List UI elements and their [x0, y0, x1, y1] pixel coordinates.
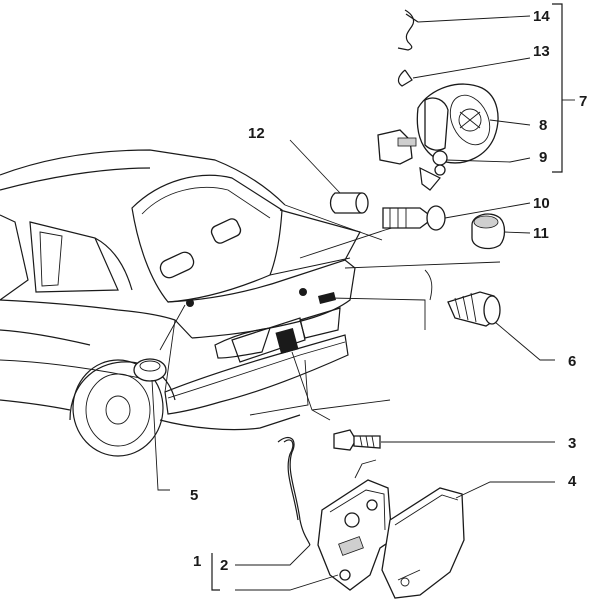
callout-13: 13 — [533, 43, 550, 60]
callout-14: 14 — [533, 8, 550, 25]
part-2-latch-body — [317, 459, 393, 591]
part-9-hinge — [377, 129, 531, 191]
callout-6: 6 — [568, 353, 576, 370]
part-2-latch-rod — [277, 437, 311, 546]
callout-8: 8 — [539, 117, 547, 134]
callout-10: 10 — [533, 195, 550, 212]
part-6-bumper-stop — [447, 291, 555, 361]
part-10-lock-cylinder — [382, 202, 531, 231]
part-11-plug — [471, 213, 531, 250]
callout-9: 9 — [539, 149, 547, 166]
callout-1: 1 — [193, 553, 201, 570]
part-5-leader — [151, 379, 170, 491]
bracket-7 — [552, 3, 575, 173]
callout-4: 4 — [568, 473, 577, 490]
part-12-sleeve — [289, 139, 369, 214]
callout-11: 11 — [533, 225, 549, 242]
car-rear-view — [0, 149, 361, 457]
callout-7: 7 — [579, 93, 587, 110]
part-3-bolt — [333, 429, 555, 451]
callout-labels: 14 13 7 8 9 12 10 11 6 3 4 5 1 2 — [190, 8, 587, 574]
callout-5: 5 — [190, 487, 198, 504]
part-13-wire-clip — [397, 57, 531, 87]
callout-3: 3 — [568, 435, 576, 452]
callout-12: 12 — [248, 125, 265, 142]
part-8-fuel-door — [416, 83, 531, 164]
part-4-latch-cover — [381, 481, 555, 599]
callout-2: 2 — [220, 557, 228, 574]
part-1-2-leaders — [211, 544, 339, 591]
part-14-spring-clip — [397, 9, 531, 51]
leader-lines — [159, 204, 501, 421]
